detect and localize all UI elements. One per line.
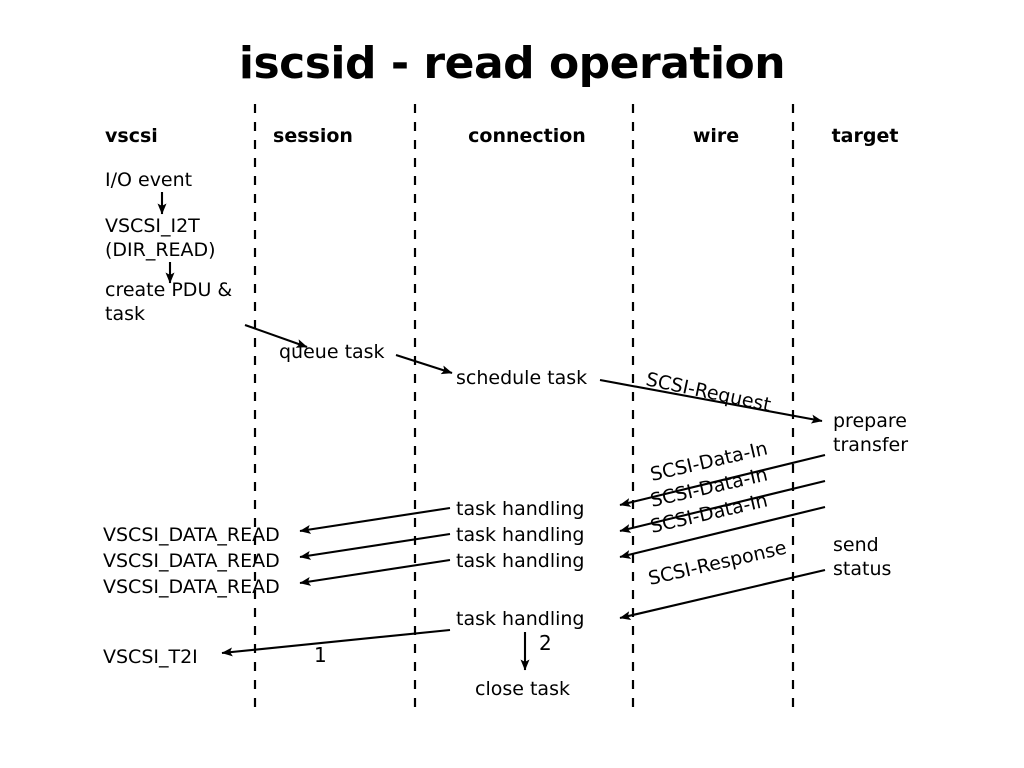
seq-2: 2 <box>539 631 552 655</box>
column-header-target: target <box>832 125 899 147</box>
label-vscsi-data-read-3: VSCSI_DATA_READ <box>103 576 280 598</box>
arrow-scsi-data-in-3 <box>619 505 826 559</box>
label-send-status: send <box>833 534 879 556</box>
label-vscsi-data-read-2: VSCSI_DATA_READ <box>103 550 280 572</box>
arrow-create-task-to-queue <box>244 324 308 348</box>
label-prepare-transfer: prepare <box>833 410 907 432</box>
label-send-status2: status <box>833 558 891 580</box>
arrow-scsi-response <box>619 568 826 620</box>
label-vscsi-t2i: VSCSI_T2I <box>103 646 198 668</box>
column-header-wire: wire <box>693 125 739 147</box>
label-scsi-request: SCSI-Request <box>644 368 773 416</box>
label-queue-task: queue task <box>279 341 385 363</box>
label-vscsi-i2t-dir: (DIR_READ) <box>105 239 216 261</box>
label-task-handling-3: task handling <box>456 550 584 572</box>
arrow-handling-to-dataread-2 <box>299 532 451 560</box>
arrow-handling-to-dataread-1 <box>299 506 451 534</box>
arrow-handling-to-dataread-3 <box>299 558 451 586</box>
arrow-queue-to-schedule <box>395 354 453 375</box>
label-vscsi-i2t: VSCSI_I2T <box>105 215 200 237</box>
label-schedule-task: schedule task <box>456 367 587 389</box>
column-headers: vscsi session connection wire target <box>105 125 898 147</box>
seq-1: 1 <box>314 643 327 667</box>
label-task-handling-4: task handling <box>456 608 584 630</box>
label-io-event: I/O event <box>105 169 192 191</box>
column-header-session: session <box>273 125 353 147</box>
label-create-pdu-task: task <box>105 303 145 325</box>
label-close-task: close task <box>475 678 570 700</box>
label-task-handling-1: task handling <box>456 498 584 520</box>
label-vscsi-data-read-1: VSCSI_DATA_READ <box>103 524 280 546</box>
label-create-pdu: create PDU & <box>105 279 232 301</box>
local-arrows <box>157 192 530 671</box>
label-prepare-transfer2: transfer <box>833 434 908 456</box>
arrow-handling-to-t2i <box>221 628 451 657</box>
column-header-connection: connection <box>468 125 586 147</box>
page-title: iscsid - read operation <box>239 38 785 89</box>
arrow-scsi-request <box>599 378 823 424</box>
arrow-scsi-data-in-1 <box>619 453 826 507</box>
column-header-vscsi: vscsi <box>105 125 158 147</box>
label-task-handling-2: task handling <box>456 524 584 546</box>
arrow-scsi-data-in-2 <box>619 479 826 533</box>
